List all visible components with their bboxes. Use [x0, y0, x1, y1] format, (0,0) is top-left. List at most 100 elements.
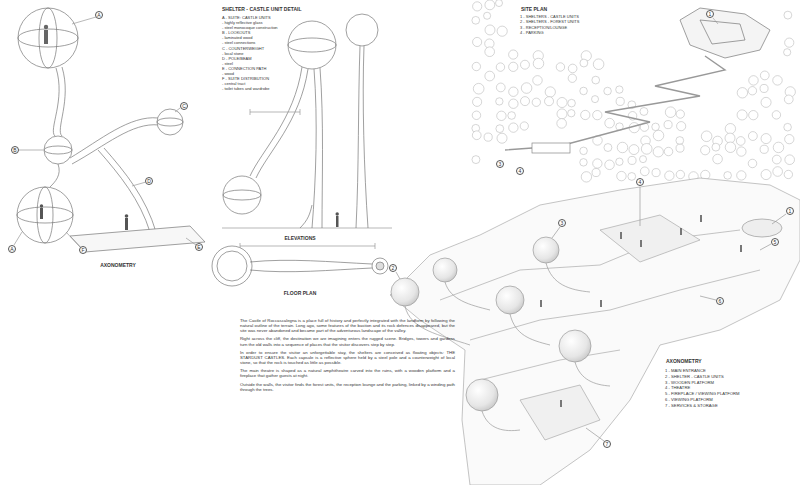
site-plan — [472, 0, 796, 182]
tree-symbol — [568, 99, 576, 107]
tree-symbol — [748, 132, 757, 141]
view-title: FLOOR PLAN — [283, 290, 318, 296]
part-legend: B - LOOKOUTS — [222, 31, 286, 36]
tree-symbol — [592, 96, 599, 103]
tree-symbol — [773, 142, 783, 152]
callout-number: A — [97, 13, 100, 18]
elevations — [222, 14, 392, 228]
tree-symbol — [664, 121, 672, 129]
tree-symbol — [509, 62, 518, 71]
tree-symbol — [652, 123, 660, 131]
tree-symbol — [628, 173, 636, 181]
tree-symbol — [628, 156, 636, 164]
tree-symbol — [533, 76, 542, 85]
tree-symbol — [640, 167, 649, 176]
tree-symbol — [485, 25, 495, 35]
tree-symbol — [593, 110, 602, 119]
tree-symbol — [604, 87, 612, 95]
text-column: A - SUITE: CASTLE UNITS- highly reflecti… — [222, 16, 286, 92]
text-column: The Castle of Roccascalegna is a place f… — [240, 318, 455, 395]
tree-symbol — [604, 144, 612, 152]
callout-circle: 1 — [786, 207, 795, 216]
axonometry-legend: 7 - SERVICES & STORAGE — [665, 403, 790, 408]
callout-number: 3 — [561, 221, 564, 226]
callout-circle: 4 — [636, 178, 645, 187]
description-paragraph: The Castle of Roccascalegna is a place f… — [240, 318, 455, 333]
site-legend: 1 - SHELTERS - CASTLE UNITS — [520, 15, 640, 20]
tree-symbol — [473, 83, 484, 94]
tree-symbol — [496, 63, 504, 71]
callout-number: D — [147, 179, 151, 184]
callout-circle: 3 — [558, 219, 567, 228]
tree-symbol — [497, 26, 507, 36]
tree-symbol — [664, 147, 673, 156]
part-legend: F - SUITE DISTRIBUTION — [222, 77, 286, 82]
callout-number: 6 — [719, 299, 722, 304]
tree-symbol — [556, 63, 564, 71]
tree-symbol — [629, 145, 639, 155]
tree-symbol — [784, 49, 791, 56]
part-legend: D - POLE/BEAM — [222, 57, 286, 62]
floor-plan — [212, 243, 388, 286]
tree-symbol — [737, 147, 746, 156]
tree-symbol — [785, 134, 794, 143]
tree-symbol — [605, 118, 615, 128]
tree-symbol — [676, 137, 684, 145]
tree-symbol — [725, 133, 735, 143]
tree-symbol — [557, 119, 567, 129]
tree-symbol — [725, 124, 735, 134]
tree-symbol — [593, 159, 602, 168]
tree-symbol — [509, 123, 518, 132]
site-legend: 3 - RECEPTION/LOUNGE — [520, 26, 640, 31]
tree-symbol — [592, 168, 600, 176]
tree-symbol — [701, 131, 712, 142]
callout-circle: B — [11, 146, 20, 155]
callout-circle: F — [79, 246, 88, 255]
tree-symbol — [545, 97, 554, 106]
tree-symbol — [748, 87, 756, 95]
tree-symbol — [473, 97, 482, 106]
callout-number: 1 — [789, 209, 792, 214]
tree-symbol — [592, 76, 600, 84]
tree-symbol — [533, 58, 543, 68]
callout-circle: E — [195, 243, 204, 252]
parking — [532, 143, 570, 153]
tree-symbol — [773, 76, 782, 85]
part-legend: - central tract — [222, 82, 286, 87]
tree-symbol — [616, 86, 623, 93]
tree-symbol — [485, 0, 495, 10]
callout-number: 7 — [606, 442, 609, 447]
tree-symbol — [496, 125, 504, 133]
tree-symbol — [617, 171, 626, 180]
axonometry-legend: 5 - FIREPLACE / VIEWING PLATFORM — [665, 391, 790, 396]
part-legend: - wood — [222, 72, 286, 77]
tree-symbol — [581, 110, 590, 119]
tree-symbol — [713, 154, 723, 164]
view-title: ELEVATIONS — [283, 235, 316, 241]
tree-symbol — [641, 144, 652, 155]
tree-symbol — [509, 50, 518, 59]
description-paragraph: Outside the walls, the visitor finds the… — [240, 382, 455, 392]
callout-circle: 2 — [389, 264, 398, 273]
tree-symbol — [496, 98, 503, 105]
tree-symbol — [785, 38, 794, 47]
tree-symbol — [484, 12, 491, 19]
tree-symbol — [568, 74, 576, 82]
tree-symbol — [724, 172, 732, 180]
tree-symbol — [737, 88, 747, 98]
part-legend: - highly reflective glass — [222, 21, 286, 26]
castle-building — [680, 8, 770, 58]
tree-symbol — [581, 172, 591, 182]
callout-circle: 6 — [716, 297, 725, 306]
tree-symbol — [497, 111, 506, 120]
callout-number: 5 — [774, 240, 777, 245]
callout-number: C — [182, 104, 186, 109]
tree-symbol — [557, 109, 567, 119]
tree-symbol — [677, 122, 686, 131]
road — [505, 56, 725, 150]
tree-symbol — [485, 71, 495, 81]
description-paragraph: Right across the cliff, the destination … — [240, 336, 455, 346]
tree-symbol — [760, 145, 768, 153]
